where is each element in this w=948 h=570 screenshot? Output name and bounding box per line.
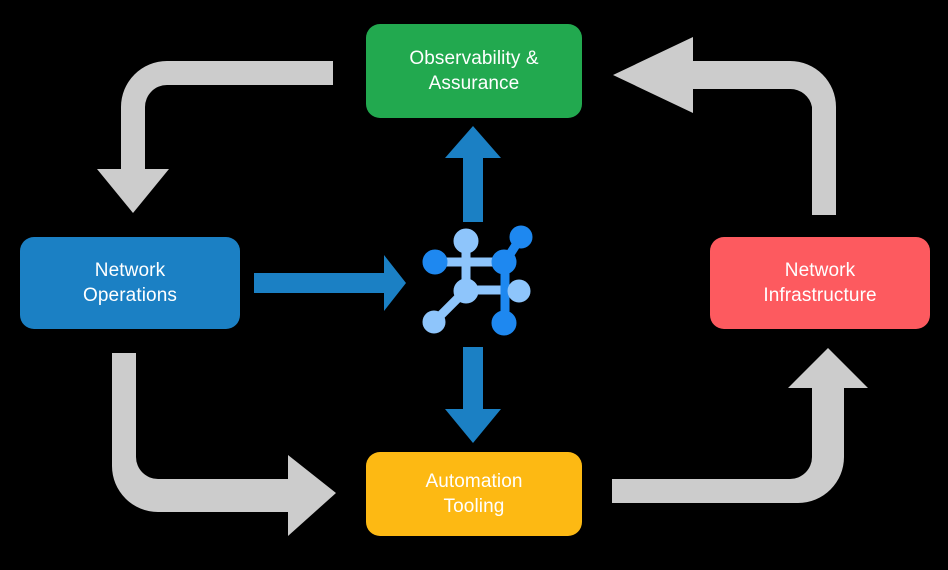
arrow-center-to-automation [445, 347, 501, 443]
box-observability-label: Observability & Assurance [409, 46, 538, 96]
topology-node [491, 310, 517, 336]
arrow-observability-to-operations [97, 61, 333, 213]
box-infrastructure-line2: Infrastructure [763, 285, 877, 306]
topology-node [507, 279, 531, 303]
box-automation-label: Automation Tooling [425, 469, 522, 519]
topology-node [453, 278, 479, 304]
box-network-infrastructure[interactable]: Network Infrastructure [710, 237, 930, 329]
box-automation-line1: Automation [425, 470, 523, 492]
box-network-operations[interactable]: Network Operations [20, 237, 240, 329]
box-operations-line1: Network [94, 259, 166, 281]
arrow-operations-to-automation [112, 353, 336, 536]
box-infrastructure-label: Network Infrastructure [763, 258, 876, 308]
topology-node [422, 310, 446, 334]
topology-node [509, 225, 533, 249]
box-infrastructure-line1: Network [784, 259, 856, 281]
arrow-infrastructure-to-observability [613, 37, 836, 215]
arrow-center-to-observability [445, 126, 501, 222]
box-automation-tooling[interactable]: Automation Tooling [366, 452, 582, 536]
topology-node [422, 249, 448, 275]
box-observability-line2: Assurance [428, 73, 520, 94]
topology-node [491, 249, 517, 275]
topology-node [453, 228, 479, 254]
box-operations-label: Network Operations [83, 258, 177, 308]
box-observability-line1: Observability & [409, 47, 539, 69]
box-automation-line2: Tooling [443, 496, 505, 517]
arrow-automation-to-infrastructure [612, 348, 868, 503]
arrow-operations-to-center [254, 255, 406, 311]
box-operations-line2: Operations [83, 285, 177, 306]
box-observability-assurance[interactable]: Observability & Assurance [366, 24, 582, 118]
